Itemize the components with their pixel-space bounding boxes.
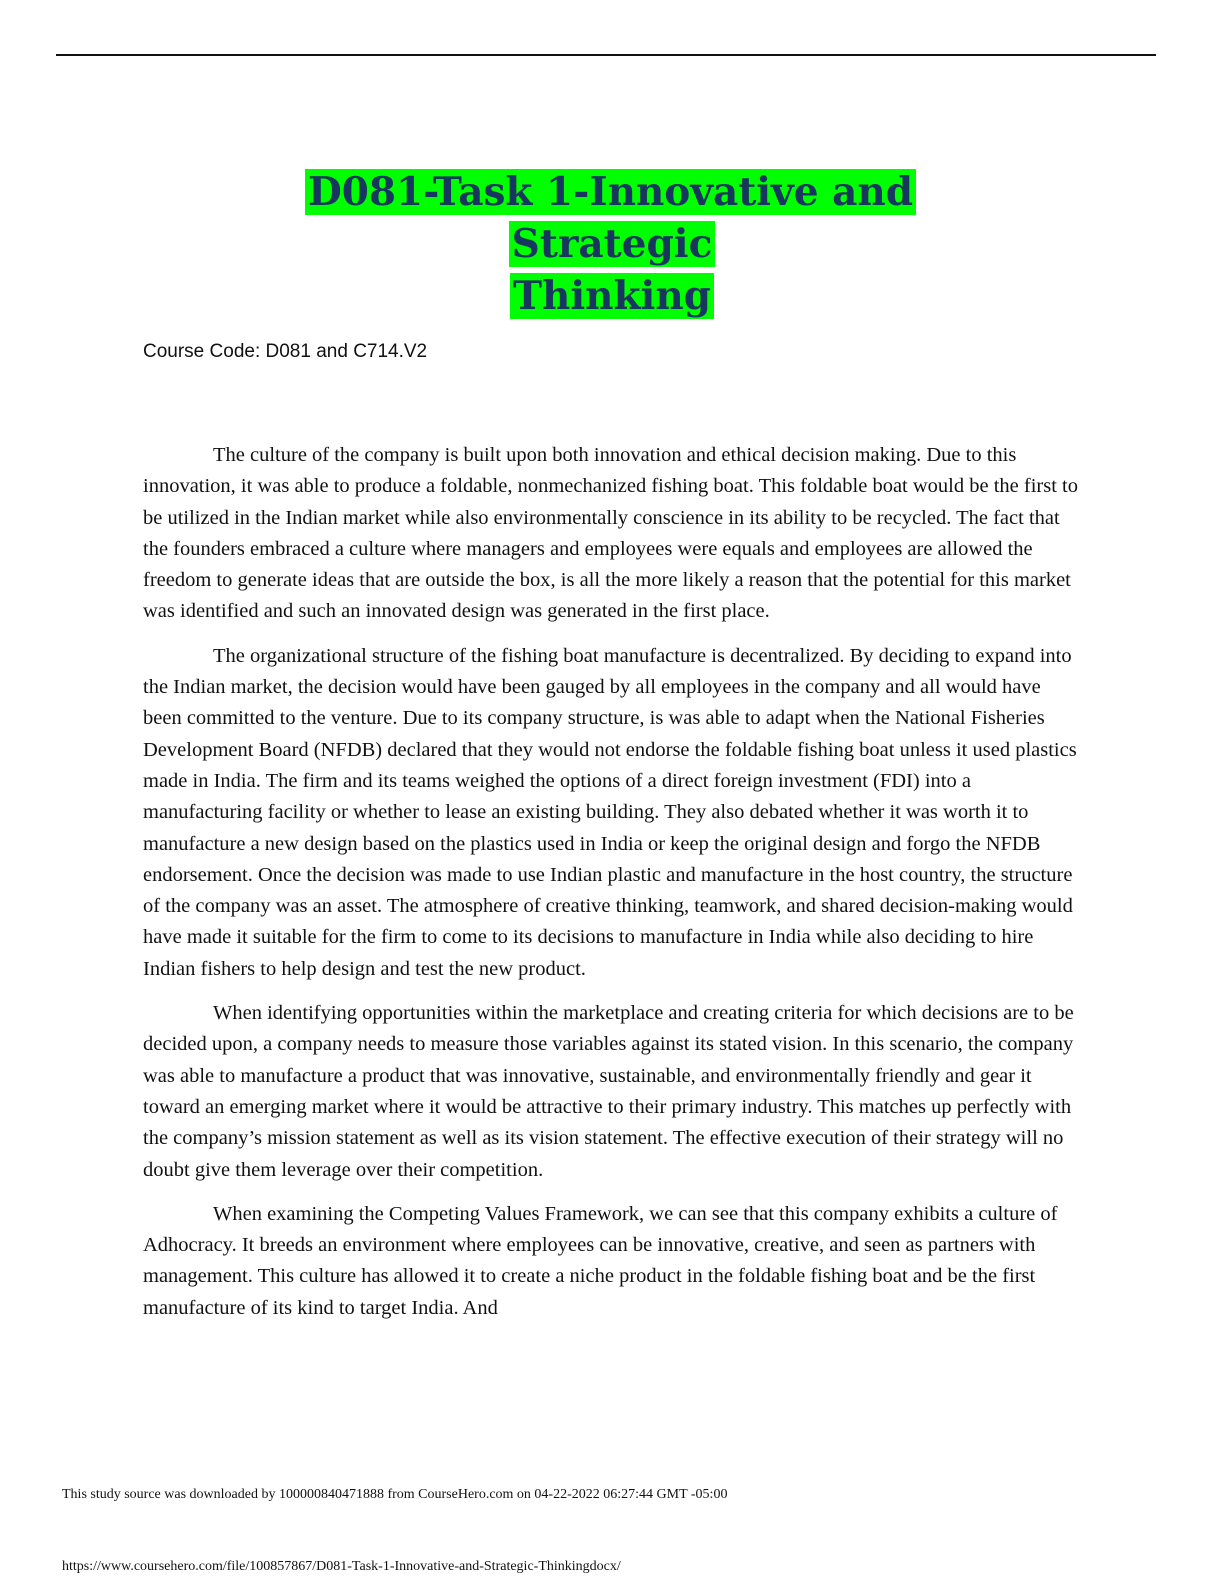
body-paragraph-4: When examining the Competing Values Fram… — [143, 1202, 1058, 1319]
body-paragraph-1: The culture of the company is built upon… — [143, 444, 1078, 623]
body-paragraph-2: The organizational structure of the fish… — [143, 644, 1077, 980]
title-line-2: Thinking — [509, 273, 714, 319]
body-paragraph-3: When identifying opportunities within th… — [143, 1002, 1074, 1181]
source-url[interactable]: https://www.coursehero.com/file/10085786… — [62, 1559, 621, 1574]
document-title: D081-Task 1-Innovative and Strategic Thi… — [200, 166, 1024, 322]
document-body: The culture of the company is built upon… — [143, 440, 1078, 1337]
top-horizontal-rule — [56, 54, 1156, 56]
download-notice: This study source was downloaded by 1000… — [62, 1487, 728, 1502]
title-line-1: D081-Task 1-Innovative and Strategic — [304, 169, 917, 267]
course-code: Course Code: D081 and C714.V2 — [143, 341, 428, 362]
